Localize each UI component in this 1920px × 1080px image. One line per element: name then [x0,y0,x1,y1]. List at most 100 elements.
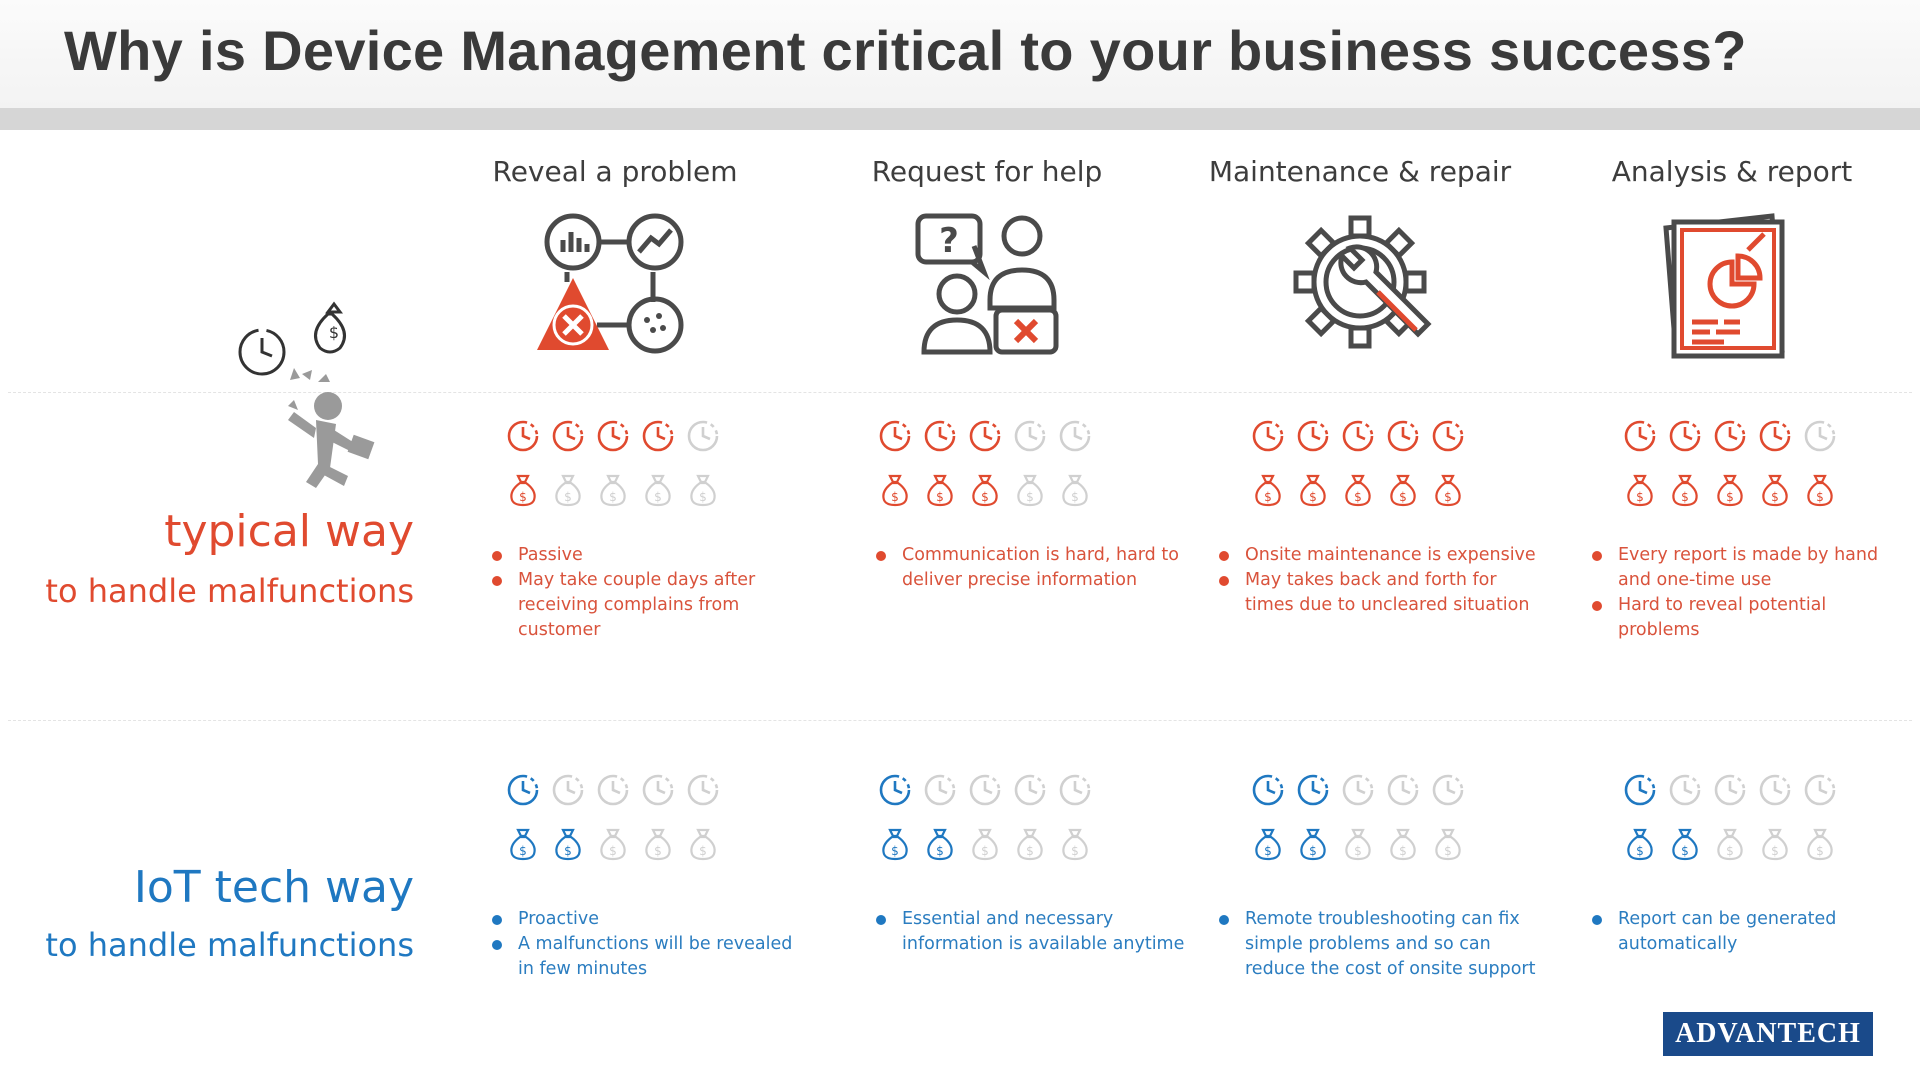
row-divider-top [8,392,1912,393]
clock-icon [1624,420,1656,452]
iot-way-sublabel: to handle malfunctions [45,926,414,964]
money-bag-icon: $ [690,474,716,507]
iot-cost-rating-2: $$$$$ [877,826,1093,862]
svg-text:$: $ [654,844,662,858]
clock-icon [1714,774,1746,806]
clock-icon [1714,420,1746,452]
money-bag-icon: $ [1345,474,1371,507]
stressed-worker-illustration: $ [238,301,375,488]
advantech-logo: ADVANTECH [1663,1012,1873,1056]
svg-text:$: $ [699,490,707,504]
clock-icon [1432,774,1464,806]
typical-cost-rating-2: $$$$$ [877,472,1093,508]
svg-text:$: $ [1309,490,1317,504]
money-bag-icon: $ [1627,828,1653,861]
money-bag-icon: $ [882,828,908,861]
clock-icon [238,328,286,376]
clock-icon [687,420,719,452]
money-bag-icon: $ [1062,828,1088,861]
typical-way-label: typical way [164,506,414,557]
svg-text:$: $ [1816,844,1824,858]
money-bag-icon: $ [1390,828,1416,861]
clock-icon [1759,774,1791,806]
clock-icon [552,774,584,806]
clock-icon [1342,420,1374,452]
clock-icon [1252,774,1284,806]
money-bag-icon: $ [510,474,536,507]
iot-cost-rating-4: $ $ $ $ $ [1622,826,1838,862]
svg-text:$: $ [981,490,989,504]
bullet-item: Proactive [492,907,812,932]
clock-icon [1804,774,1836,806]
bullet-item: Essential and necessary information is a… [876,907,1196,957]
money-bag-icon: $ [1345,828,1371,861]
iot-way-label: IoT tech way [133,862,414,913]
clock-icon [1342,774,1374,806]
money-bag-icon: $ [510,828,536,861]
svg-text:$: $ [1816,490,1824,504]
money-bag-icon: $ [1255,474,1281,507]
help-request-icon: ? [915,213,1059,355]
clock-icon [1297,420,1329,452]
column-title-analysis: Analysis & report [1611,155,1853,188]
typical-time-rating-3 [1250,418,1466,454]
bullet-item: May take couple days after receiving com… [492,568,812,643]
svg-text:$: $ [519,490,527,504]
svg-text:$: $ [1444,490,1452,504]
clock-icon [1624,774,1656,806]
money-bag-icon: $ [600,828,626,861]
svg-text:$: $ [1354,490,1362,504]
svg-text:$: $ [1399,844,1407,858]
money-bag-icon: $ [1717,828,1743,861]
svg-text:$: $ [609,490,617,504]
svg-text:$: $ [654,490,662,504]
clock-icon [1014,420,1046,452]
svg-text:$: $ [1354,844,1362,858]
svg-text:$: $ [891,490,899,504]
svg-text:$: $ [936,490,944,504]
clock-icon [642,420,674,452]
money-bag-icon: $ [1762,828,1788,861]
money-bag-icon: $ [927,474,953,507]
clock-icon [969,774,1001,806]
money-bag-icon: $ [1390,474,1416,507]
money-bag-icon: $ [1017,828,1043,861]
bullet-item: Onsite maintenance is expensive [1219,543,1539,568]
clock-icon [1252,420,1284,452]
column-title-reveal: Reveal a problem [492,155,738,188]
money-bag-icon: $ [645,828,671,861]
clock-icon [879,774,911,806]
money-bag-icon: $ [972,828,998,861]
clock-icon [1387,420,1419,452]
typical-time-rating-1 [505,418,721,454]
clock-icon [879,420,911,452]
money-bag-icon: $ [555,474,581,507]
svg-text:$: $ [1726,844,1734,858]
clock-icon [597,420,629,452]
clock-icon [642,774,674,806]
bullet-item: Report can be generated automatically [1592,907,1912,957]
bullet-item: A malfunctions will be revealed in few m… [492,932,812,982]
clock-icon [1669,420,1701,452]
svg-text:$: $ [1636,844,1644,858]
report-chart-icon [1663,213,1785,359]
svg-text:$: $ [329,323,339,342]
money-bag-icon: $ [1435,828,1461,861]
svg-text:$: $ [1681,844,1689,858]
iot-time-rating-3 [1250,772,1466,808]
money-bag-icon: $ [1435,474,1461,507]
iot-time-rating-4 [1622,772,1838,808]
typical-way-sublabel: to handle malfunctions [45,572,414,610]
clock-icon [507,420,539,452]
iot-time-rating-1 [505,772,721,808]
iot-cost-rating-1: $$$$$ [505,826,721,862]
typical-bullets-2: Communication is hard, hard to deliver p… [876,543,1196,593]
clock-icon [924,420,956,452]
money-bag-icon: $ [1300,474,1326,507]
iot-bullets-4: Report can be generated automatically [1592,907,1912,957]
bullet-item: Hard to reveal potential problems [1592,593,1912,643]
iot-bullets-3: Remote troubleshooting can fix simple pr… [1219,907,1539,982]
svg-text:$: $ [519,844,527,858]
